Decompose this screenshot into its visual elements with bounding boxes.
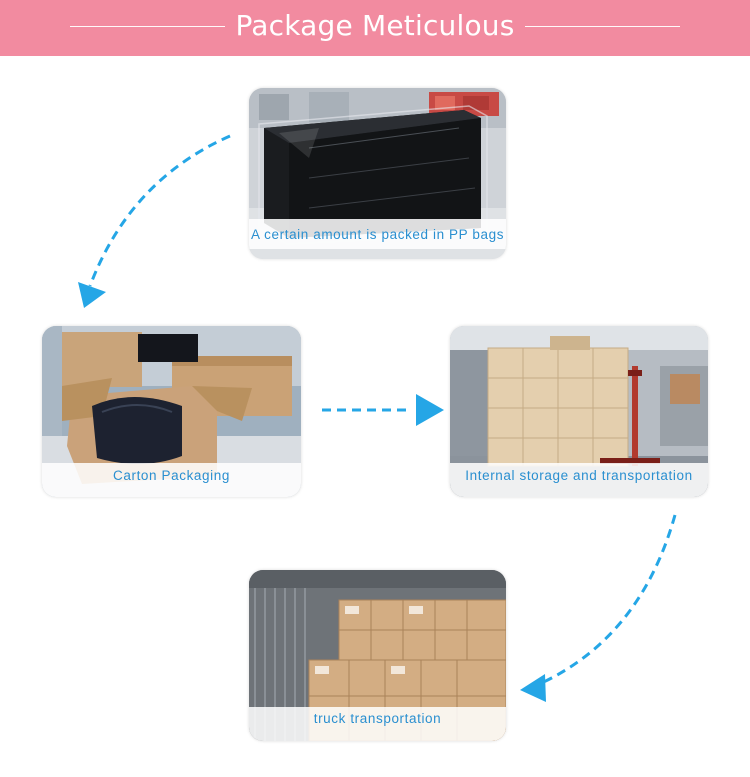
page-title: Package Meticulous	[235, 9, 515, 42]
header-divider-left	[70, 26, 225, 27]
step-caption-truck-transportation: truck transportation	[313, 711, 442, 726]
header-banner: Package Meticulous	[0, 0, 750, 56]
step-card-internal-storage: Internal storage and transportation	[450, 326, 708, 497]
header-divider-right	[525, 26, 680, 27]
step-caption-pp-bags: A certain amount is packed in PP bags	[250, 227, 505, 242]
arrowhead-icon	[416, 394, 444, 426]
step-card-truck-transportation: truck transportation	[249, 570, 506, 741]
arrow-storage-to-truck	[520, 514, 677, 702]
arrow-pp-to-carton	[78, 134, 231, 308]
caption-bar	[249, 707, 506, 741]
caption-bar	[42, 463, 301, 497]
step-card-pp-bags: A certain amount is packed in PP bags	[249, 88, 506, 259]
caption-bar	[249, 219, 506, 249]
arrow-carton-to-storage	[322, 394, 444, 426]
step-card-carton-packaging: Carton Packaging	[42, 326, 301, 497]
arrowhead-icon	[78, 282, 106, 308]
step-caption-internal-storage: Internal storage and transportation	[465, 468, 693, 483]
caption-bar	[450, 463, 708, 497]
step-caption-carton-packaging: Carton Packaging	[113, 468, 230, 483]
arrowhead-icon	[520, 674, 546, 702]
